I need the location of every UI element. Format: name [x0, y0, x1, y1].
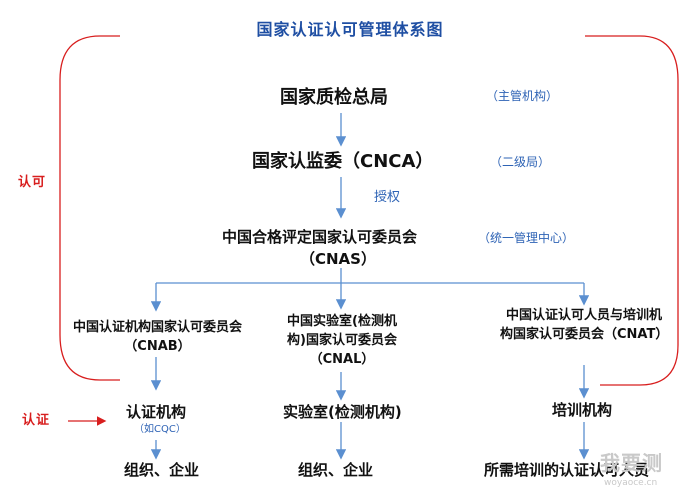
node-cnat: 中国认证认可人员与培训机构国家认可委员会（CNAT） [500, 308, 669, 342]
node-cnas-line2: （CNAS） [300, 250, 376, 268]
node-cnab: 中国认证机构国家认可委员会（CNAB） [72, 320, 242, 354]
note-supervisor: （主管机构） [486, 89, 559, 103]
node-org-2: 组织、企业 [298, 461, 374, 479]
accreditation-bracket [59, 35, 120, 381]
node-cert-body: 认证机构 [126, 403, 187, 421]
node-personnel: 所需培训的认证认可人员 [484, 461, 650, 479]
note-authorize: 授权 [374, 190, 401, 205]
node-cnca: 国家认监委（CNCA） [252, 151, 434, 172]
label-accreditation: 认可 [18, 175, 47, 190]
label-certification: 认证 [22, 413, 51, 428]
diagram-title: 国家认证认可管理体系图 [256, 20, 444, 39]
note-cqc: （如CQC） [134, 424, 186, 435]
node-aqsiq: 国家质检总局 [280, 87, 388, 108]
node-lab: 实验室(检测机构) [283, 403, 402, 421]
watermark-logo: 我要测 [600, 451, 663, 475]
node-org-1: 组织、企业 [124, 461, 200, 479]
watermark-url: woyaoce.cn [604, 478, 658, 488]
note-second-bureau: （二级局） [490, 155, 551, 169]
node-training: 培训机构 [552, 401, 613, 419]
node-cnas-line1: 中国合格评定国家认可委员会 [222, 228, 418, 246]
note-unified: （统一管理中心） [478, 231, 575, 245]
node-cnal: 中国实验室(检测机构)国家认可委员会（CNAL） [287, 314, 397, 367]
accreditation-bracket-right [585, 35, 679, 386]
